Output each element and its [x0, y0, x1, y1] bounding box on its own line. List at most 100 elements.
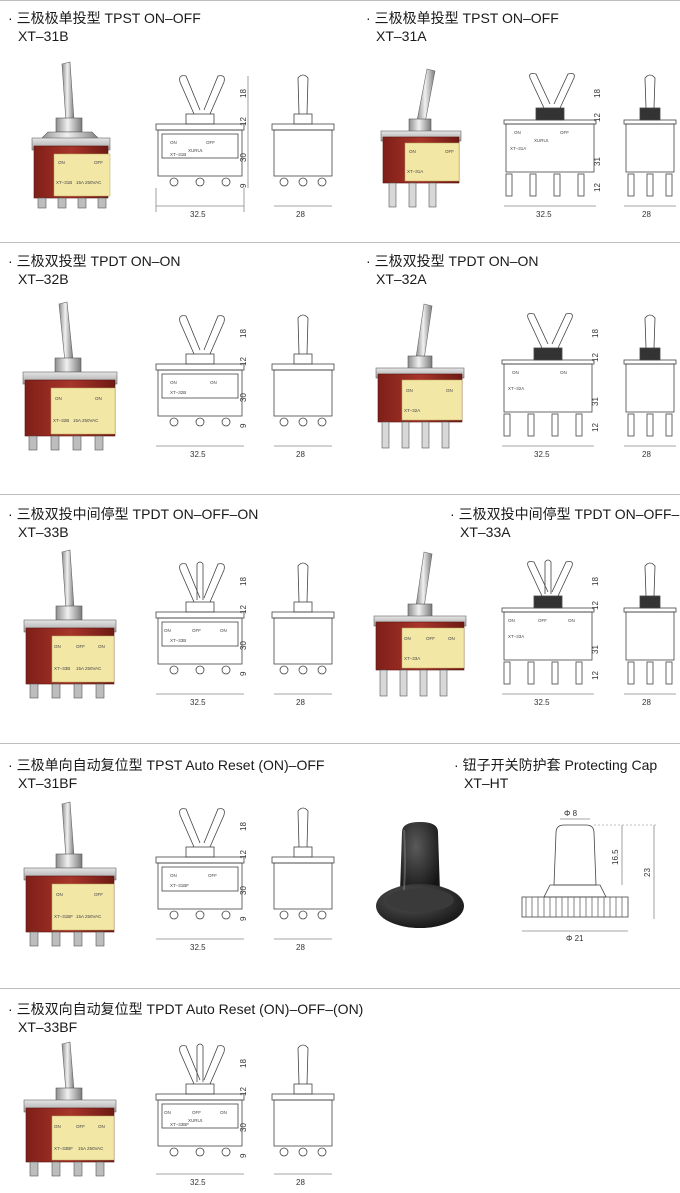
dim-body: 31	[591, 645, 600, 654]
label-off: OFF	[426, 636, 435, 641]
drawing-label-on-2: ON	[560, 370, 567, 375]
side-view-drawing: 28	[271, 562, 335, 707]
bullet: ·	[454, 757, 459, 773]
bullet: ·	[366, 10, 371, 26]
drawing-label-on-2: ON	[220, 1110, 227, 1115]
dim-depth: 28	[642, 698, 651, 707]
bullet: ·	[366, 253, 371, 269]
product-code: XT–31A	[376, 28, 427, 44]
dim-lever: 18	[591, 577, 600, 586]
dim-terminal: 12	[591, 423, 600, 432]
dim-bushing: 12	[239, 357, 248, 366]
label-on: ON	[56, 892, 63, 897]
dim-bushing: 12	[593, 113, 602, 122]
title-text: 三极单向自动复位型 TPST Auto Reset (ON)–OFF	[16, 757, 325, 773]
drawing-brand: XURUI.	[534, 138, 549, 143]
cap-photo	[376, 822, 464, 928]
side-view-drawing: 28	[623, 562, 677, 707]
switch-photo: ON OFF ON XT–33A	[373, 551, 467, 697]
label-code: XT–31BF	[54, 914, 73, 919]
label-rating: 15A 250VAC	[76, 666, 102, 671]
bullet: ·	[8, 1001, 13, 1017]
dim-cap-total: 23	[643, 868, 652, 877]
product-title: ·三极极单投型 TPST ON–OFF	[8, 10, 201, 26]
drawing-label-off: OFF	[192, 1110, 201, 1115]
drawing-label-off: OFF	[538, 618, 547, 623]
dim-depth: 28	[642, 210, 651, 219]
drawing-code: XT–31B	[170, 152, 186, 157]
label-rating: 15A 250VAC	[76, 180, 102, 185]
bullet: ·	[8, 506, 13, 522]
divider-2	[0, 494, 680, 495]
label-off: OFF	[76, 644, 85, 649]
label-on-2: ON	[98, 644, 105, 649]
front-view-drawing: ON ON XT–32B 32.5 18 12 30 9	[155, 315, 248, 459]
bullet: ·	[8, 10, 13, 26]
label-on: ON	[406, 388, 413, 393]
dim-width: 32.5	[190, 210, 206, 219]
side-view-drawing: 28	[271, 74, 335, 219]
label-on: ON	[404, 636, 411, 641]
switch-photo: ON OFF XT–31B 15A 250VAC	[31, 61, 111, 209]
product-title: ·三极双投型 TPDT ON–ON	[366, 253, 539, 269]
label-on-2: ON	[448, 636, 455, 641]
drawing-label-off: OFF	[560, 130, 569, 135]
dim-lever: 18	[593, 89, 602, 98]
drawing-code: XT–31BF	[170, 883, 189, 888]
product-title: ·三极极单投型 TPST ON–OFF	[366, 10, 559, 26]
dim-terminal: 9	[239, 671, 248, 676]
label-on: ON	[409, 149, 416, 154]
drawing-code: XT–33A	[508, 634, 524, 639]
title-text: 三极极单投型 TPST ON–OFF	[16, 10, 201, 26]
product-code: XT–32A	[376, 271, 427, 287]
side-view-drawing: 28	[623, 314, 677, 459]
dim-width: 32.5	[190, 943, 206, 952]
dim-terminal: 9	[239, 1153, 248, 1158]
label-rating: 15A 250VAC	[76, 914, 102, 919]
side-view-drawing: 28	[623, 74, 677, 219]
product-title: ·三极双投型 TPDT ON–ON	[8, 253, 181, 269]
title-text: 三极双投中间停型 TPDT ON–OFF–ON	[16, 506, 259, 522]
title-text: 三极双投中间停型 TPDT ON–OFF–ON	[458, 506, 680, 522]
drawing-code: XT–33B	[170, 638, 186, 643]
dim-depth: 28	[296, 1178, 305, 1187]
drawing-code: XT–31A	[510, 146, 526, 151]
front-view-drawing: ON OFF ON XURUI. XT–33BF 32.5 18 12 30 9	[155, 1043, 248, 1187]
dim-body: 30	[239, 641, 248, 650]
dim-body: 30	[239, 1123, 248, 1132]
side-view-drawing: 28	[271, 807, 335, 952]
drawing-label-on-2: ON	[220, 628, 227, 633]
product-code: XT–32B	[18, 271, 69, 287]
dim-cap-base: Φ 21	[566, 934, 584, 943]
dim-width: 32.5	[190, 698, 206, 707]
label-rating: 15A 250VAC	[73, 418, 99, 423]
label-off: OFF	[94, 892, 103, 897]
drawing-label-off: OFF	[208, 873, 217, 878]
front-view-drawing: ON ON XT–32A 32.5 18 12 31 12	[501, 313, 600, 459]
dim-terminal: 12	[591, 671, 600, 680]
title-text: 三极双向自动复位型 TPDT Auto Reset (ON)–OFF–(ON)	[16, 1001, 364, 1017]
product-code: XT–33BF	[18, 1019, 78, 1035]
label-code: XT–31B	[56, 180, 72, 185]
divider-4	[0, 988, 680, 989]
front-view-drawing: ON OFF XURUI. XT–31A 32.5 18 12 31 12	[503, 73, 602, 219]
drawing-code: XT–33BF	[170, 1122, 189, 1127]
title-text: 三极极单投型 TPST ON–OFF	[374, 10, 559, 26]
label-code: XT–33BF	[54, 1146, 73, 1151]
drawing-code: XT–32A	[508, 386, 524, 391]
label-on: ON	[55, 396, 62, 401]
label-on: ON	[54, 644, 61, 649]
drawing-brand: XURUI.	[188, 148, 203, 153]
label-code: XT–33A	[404, 656, 420, 661]
divider-1	[0, 242, 680, 243]
label-on-2: ON	[98, 1124, 105, 1129]
dim-width: 32.5	[534, 698, 550, 707]
bullet: ·	[450, 506, 455, 522]
dim-depth: 28	[296, 698, 305, 707]
dim-bushing: 12	[239, 850, 248, 859]
divider-3	[0, 743, 680, 744]
front-view-drawing: ON OFF XT–31BF 32.5 18 12 30 9	[155, 808, 248, 952]
drawing-label-on-2: ON	[568, 618, 575, 623]
title-text: 三极双投型 TPDT ON–ON	[16, 253, 181, 269]
dim-lever: 18	[239, 577, 248, 586]
